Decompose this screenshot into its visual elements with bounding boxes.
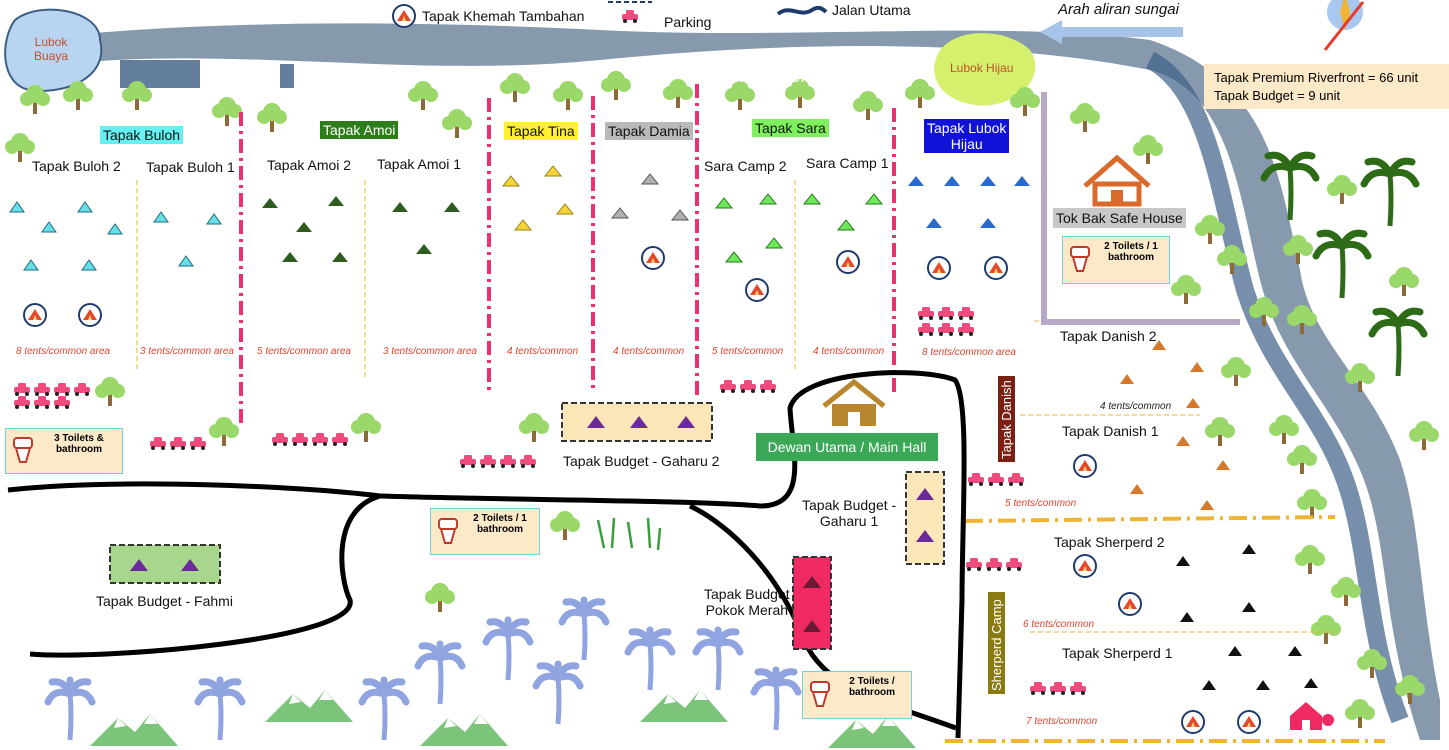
site-buloh-1: Tapak Buloh 1: [146, 159, 235, 175]
site-sherperd-1: Tapak Sherperd 1: [1062, 645, 1173, 661]
zone-tag-damia: Tapak Damia: [605, 122, 693, 141]
house-icon: [1290, 702, 1334, 730]
toilet-buloh: 3 Toilets & bathroom: [5, 428, 123, 474]
capacity-danish-1: 5 tents/common: [1005, 498, 1077, 509]
toilet-icon: [810, 681, 830, 707]
river-flow-arrow-icon: [1040, 20, 1062, 44]
legend-extra-tent-icon: [392, 4, 416, 28]
tents-sherperd: [1176, 544, 1318, 690]
site-sherperd-2: Tapak Sherperd 2: [1054, 534, 1165, 550]
river-flow-label: Arah aliran sungai: [1058, 1, 1179, 18]
toilet-center-text: 2 Toilets / 1 bathroom: [473, 513, 527, 535]
budget-box-fahmi: [109, 544, 221, 584]
capacity-amoi-1: 3 tents/common area: [383, 346, 477, 357]
site-sara-1: Sara Camp 1: [806, 155, 889, 171]
legend-road-label: Jalan Utama: [832, 2, 911, 18]
mountains: [90, 690, 916, 748]
summary-box: Tapak Premium Riverfront = 66 unit Tapak…: [1204, 64, 1449, 109]
river-label: Sungai Behrang: [718, 66, 848, 86]
zone-tag-sara: Tapak Sara: [752, 119, 829, 138]
toilet-center: 2 Toilets / 1 bathroom: [430, 508, 540, 555]
zone-tag-lubok-hijau: Tapak Lubok Hijau: [924, 119, 1010, 154]
sherperd-dividers: [945, 515, 1385, 743]
capacity-danish-2: 4 tents/common: [1100, 401, 1172, 412]
toilet-safehouse-text: 2 Toilets / 1 bathroom: [1104, 241, 1158, 263]
capacity-sherperd-1: 7 tents/common: [1026, 716, 1098, 727]
toilet-safehouse: 2 Toilets / 1 bathroom: [1062, 236, 1170, 284]
budget-gaharu1-label: Tapak Budget - Gaharu 1: [802, 497, 897, 530]
lake-lubok-hijau: [934, 33, 1036, 106]
toilet-south-text: 2 Toilets / bathroom: [848, 676, 896, 698]
legend-parking-label: Parking: [664, 14, 712, 30]
site-danish-2: Tapak Danish 2: [1060, 328, 1157, 344]
budget-pokok-merah-label: Tapak Budget Pokok Merah: [704, 586, 790, 619]
budget-box-gaharu1: [905, 471, 945, 565]
safe-house-icon: [1083, 154, 1151, 207]
tents-amoi: [262, 196, 460, 262]
zone-dividers: [239, 84, 896, 426]
capacity-buloh-1: 3 tents/common area: [140, 346, 234, 357]
compass-icon: [1323, 0, 1365, 51]
tents-danish: [1120, 340, 1230, 510]
tents-buloh: [9, 201, 222, 271]
budget-box-pokok-merah: [792, 556, 832, 650]
main-hall-icon: [822, 378, 886, 426]
main-hall-label: Dewan Utama / Main Hall: [756, 433, 938, 461]
toilet-icon: [438, 517, 458, 544]
tents-sara: [714, 193, 884, 263]
capacity-tina: 4 tents/common: [507, 346, 579, 357]
budget-tents: [130, 416, 934, 571]
toilet-icon: [13, 437, 33, 463]
lubok-hijau-lake-label: Lubok Hijau: [950, 61, 1014, 75]
summary-premium: Tapak Premium Riverfront = 66 unit: [1214, 70, 1419, 85]
lubok-buaya-label: Lubok Buaya: [34, 35, 69, 63]
zone-tag-tina: Tapak Tina: [504, 122, 578, 141]
budget-tents-pokok: [803, 576, 821, 632]
site-buloh-2: Tapak Buloh 2: [32, 158, 121, 174]
tents-damia: [610, 173, 690, 221]
budget-gaharu2-label: Tapak Budget - Gaharu 2: [563, 453, 720, 469]
capacity-lubok-hijau: 8 tents/common area: [922, 347, 1016, 358]
site-amoi-1: Tapak Amoi 1: [377, 156, 462, 172]
toilet-buloh-text: 3 Toilets & bathroom: [54, 433, 104, 455]
tents-lubok-hijau: [908, 176, 1030, 228]
safe-house-label: Tok Bak Safe House: [1053, 208, 1186, 229]
capacity-amoi-2: 5 tents/common area: [257, 346, 351, 357]
capacity-damia: 4 tents/common: [613, 346, 685, 357]
legend-extra-tent-label: Tapak Khemah Tambahan: [422, 8, 585, 24]
summary-budget: Tapak Budget = 9 unit: [1214, 87, 1341, 103]
zone-tag-amoi: Tapak Amoi: [320, 121, 399, 140]
legend-road-icon: [776, 5, 828, 16]
toilet-south: 2 Toilets / bathroom: [802, 671, 912, 719]
capacity-sherperd-2: 6 tents/common: [1023, 619, 1095, 630]
legend-parking-icon: [608, 1, 652, 23]
zone-tag-buloh: Tapak Buloh: [100, 126, 184, 145]
capacity-buloh-2: 8 tents/common area: [16, 346, 110, 357]
bamboo: [596, 517, 662, 551]
toilet-icon: [1070, 246, 1090, 272]
zone-tag-sherperd: Sherperd Camp: [988, 592, 1005, 694]
site-danish-1: Tapak Danish 1: [1062, 423, 1159, 439]
site-amoi-2: Tapak Amoi 2: [267, 157, 352, 173]
site-sara-2: Sara Camp 2: [704, 158, 787, 174]
tents-tina: [501, 165, 575, 231]
lake-lubok-buaya: [4, 8, 103, 92]
budget-fahmi-label: Tapak Budget - Fahmi: [96, 593, 233, 609]
capacity-sara-2: 5 tents/common: [712, 346, 784, 357]
capacity-sara-1: 4 tents/common: [813, 346, 885, 357]
zone-tag-danish: Tapak Danish: [998, 376, 1015, 462]
